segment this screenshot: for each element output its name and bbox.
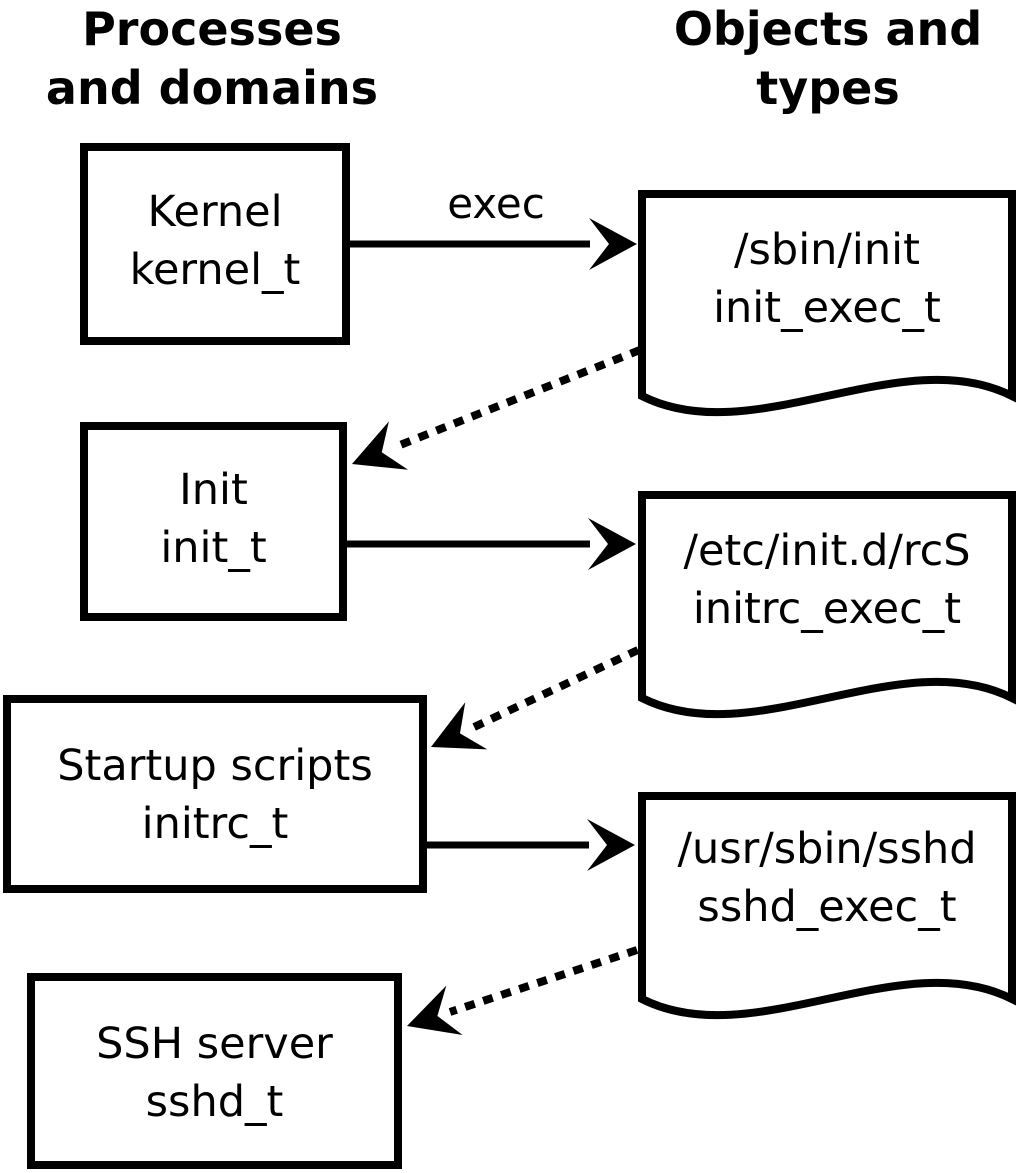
column-header-objects: Objects and types <box>638 0 1018 118</box>
startup-scripts-domain: initrc_t <box>141 799 289 849</box>
column-header-processes-line2: and domains <box>45 61 379 115</box>
rcs-type: initrc_exec_t <box>692 584 962 634</box>
exec-arrow-label: exec <box>447 179 545 228</box>
column-header-objects-line1: Objects and <box>673 2 983 56</box>
solid-arrow-kernel-to-sbin-init <box>350 218 637 270</box>
sshd-type: sshd_exec_t <box>697 882 957 932</box>
sbin-init-type: init_exec_t <box>713 283 941 333</box>
column-header-processes-line1: Processes <box>82 2 342 56</box>
sbin-init-path: /sbin/init <box>734 225 920 275</box>
init-box-label: Init init_t <box>84 461 343 577</box>
dotted-arrow-rcs-to-initrc <box>431 646 640 750</box>
document-shape-etc-initd-rcs <box>638 491 1016 719</box>
startup-scripts-name: Startup scripts <box>57 741 373 791</box>
kernel-domain: kernel_t <box>129 245 301 295</box>
document-shape-sbin-init <box>638 190 1016 417</box>
startup-scripts-box-label: Startup scripts initrc_t <box>7 737 423 853</box>
dotted-arrow-sbin-init-to-init <box>352 346 642 470</box>
sbin-init-doc-label: /sbin/init init_exec_t <box>642 221 1012 337</box>
kernel-box-label: Kernel kernel_t <box>84 183 346 299</box>
solid-arrow-initrc-to-sshd <box>427 819 635 871</box>
column-header-processes: Processes and domains <box>22 0 402 118</box>
ssh-server-domain: sshd_t <box>145 1077 284 1127</box>
rcs-path: /etc/init.d/rcS <box>683 526 971 576</box>
sshd-path: /usr/sbin/sshd <box>677 824 977 874</box>
process-box-kernel <box>80 143 350 345</box>
sshd-doc-label: /usr/sbin/sshd sshd_exec_t <box>642 820 1012 936</box>
solid-arrow-init-to-rcs <box>347 518 636 570</box>
dotted-arrow-sshd-exec-to-sshd <box>407 946 639 1035</box>
init-domain: init_t <box>160 523 267 573</box>
column-header-objects-line2: types <box>756 61 900 115</box>
init-name: Init <box>179 465 248 515</box>
kernel-name: Kernel <box>147 187 283 237</box>
process-box-ssh-server <box>27 973 402 1169</box>
process-box-init <box>80 422 347 621</box>
rcs-doc-label: /etc/init.d/rcS initrc_exec_t <box>642 522 1012 638</box>
document-shape-usr-sbin-sshd <box>638 792 1016 1020</box>
ssh-server-box-label: SSH server sshd_t <box>31 1015 398 1131</box>
process-box-startup-scripts <box>3 695 427 893</box>
ssh-server-name: SSH server <box>96 1019 333 1069</box>
